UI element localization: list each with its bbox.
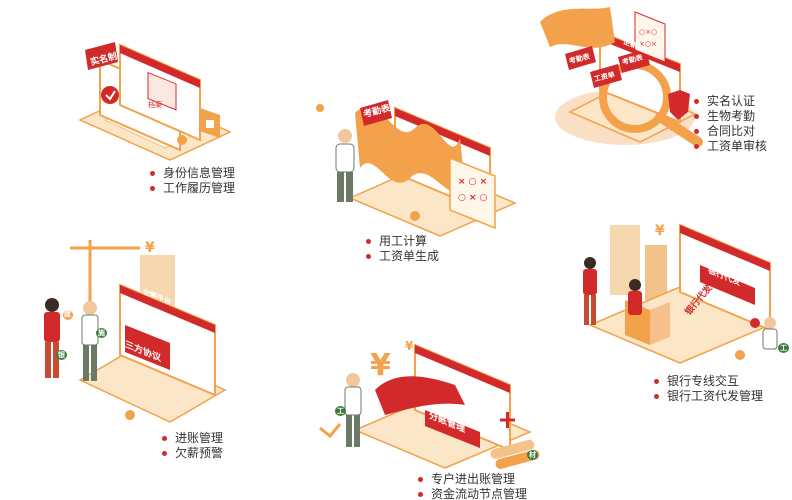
bullet-dot	[150, 170, 155, 176]
feature-item: 实名认证	[694, 94, 767, 108]
feature-item: 生物考勤	[694, 109, 767, 123]
feature-item: 专户进出账管理	[418, 472, 527, 486]
feature-item: 合同比对	[694, 124, 767, 138]
attendance-illustration: × ○ × ○ × ○ 企薪平台 考勤表	[300, 88, 530, 238]
identity-feature-list: 身份信息管理 工作履历管理	[150, 166, 235, 196]
feature-item: 欠薪预警	[162, 446, 223, 460]
svg-text:× ○ ×: × ○ ×	[458, 177, 487, 187]
bullet-dot	[654, 378, 659, 384]
bullet-dot	[162, 450, 167, 456]
feature-item: 银行专线交互	[654, 374, 763, 388]
bank-worker-tag: 工	[778, 343, 789, 353]
bullet-dot	[150, 185, 155, 191]
identity-illustration: 企薪平台 实名制 档案	[60, 20, 240, 170]
svg-text:¥: ¥	[370, 348, 391, 383]
split-tag-1: 工	[335, 406, 346, 416]
bullet-dot	[654, 393, 659, 399]
tripartite-illustration: ¥ 企薪平台 三方协议 建 施 银	[30, 230, 230, 425]
feature-item: 用工计算	[366, 234, 439, 248]
attendance-feature-list: 用工计算 工资单生成	[366, 234, 439, 264]
bullet-dot	[694, 143, 699, 149]
split-tag-2: 材	[527, 450, 538, 460]
verification-illustration: ○×○ ×○× 企薪平台 考勤表 工资单 考勤表	[530, 2, 705, 152]
svg-text:○×○: ○×○	[639, 28, 657, 36]
bullet-dot	[366, 253, 371, 259]
tripartite-tag-1: 建	[64, 310, 71, 318]
bullet-dot	[366, 238, 371, 244]
tripartite-tag-2: 施	[96, 328, 107, 338]
verification-feature-list: 实名认证 生物考勤 合同比对 工资单审核	[694, 94, 767, 154]
svg-text:○ × ○: ○ × ○	[458, 193, 488, 203]
bullet-dot	[418, 476, 423, 482]
feature-item: 资金流动节点管理	[418, 487, 527, 500]
feature-item: 身份信息管理	[150, 166, 235, 180]
feature-item: 进账管理	[162, 431, 223, 445]
bank-illustration: ¥ 企薪平台 银行代发 银行代发 工	[570, 205, 790, 365]
bullet-dot	[418, 491, 423, 497]
bullet-dot	[694, 128, 699, 134]
bullet-dot	[694, 113, 699, 119]
svg-text:¥: ¥	[405, 339, 414, 353]
svg-text:×○×: ×○×	[639, 40, 657, 48]
feature-item: 工资单审核	[694, 139, 767, 153]
tripartite-feature-list: 进账管理 欠薪预警	[162, 431, 223, 461]
svg-text:¥: ¥	[655, 223, 665, 239]
feature-item: 工资单生成	[366, 249, 439, 263]
bank-feature-list: 银行专线交互 银行工资代发管理	[654, 374, 763, 404]
bullet-dot	[162, 435, 167, 441]
split-feature-list: 专户进出账管理 资金流动节点管理	[418, 472, 527, 500]
bullet-dot	[694, 98, 699, 104]
svg-text:¥: ¥	[145, 240, 155, 256]
identity-card-label: 档案	[148, 101, 162, 109]
tripartite-tag-3: 银	[56, 350, 67, 360]
feature-item: 银行工资代发管理	[654, 389, 763, 403]
split-illustration: ¥ ¥ 企薪平台 分账管理 工 材	[305, 330, 550, 470]
feature-item: 工作履历管理	[150, 181, 235, 195]
